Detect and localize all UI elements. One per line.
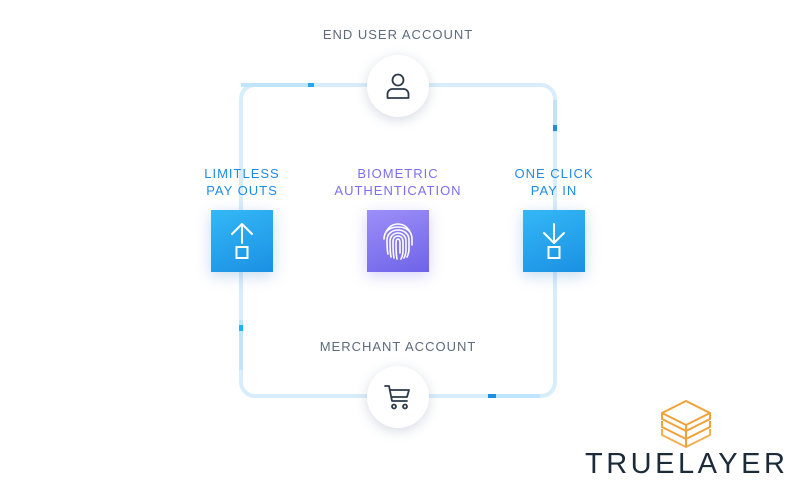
user-icon [386, 73, 410, 99]
biometric-label-line1: BIOMETRIC [357, 166, 439, 181]
truelayer-logo-icon [661, 400, 711, 448]
cart-icon [384, 385, 410, 410]
biometric-label-line2: AUTHENTICATION [334, 183, 462, 198]
payin-label: ONE CLICK PAY IN [494, 165, 614, 199]
payouts-tile [211, 210, 273, 272]
payin-label-line2: PAY IN [530, 183, 578, 198]
payouts-label-line2: PAY OUTS [206, 183, 278, 198]
upload-arrow-icon [231, 223, 253, 259]
payin-label-line1: ONE CLICK [514, 166, 594, 181]
biometric-label: BIOMETRIC AUTHENTICATION [318, 165, 478, 199]
truelayer-wordmark: TRUELAYER [585, 448, 789, 480]
end-user-account-node [367, 55, 429, 117]
payin-tile [523, 210, 585, 272]
biometric-tile [367, 210, 429, 272]
end-user-account-label: END USER ACCOUNT [322, 27, 474, 42]
payouts-label: LIMITLESS PAY OUTS [182, 165, 302, 199]
merchant-account-label: MERCHANT ACCOUNT [319, 339, 477, 354]
fingerprint-icon [383, 223, 413, 260]
payouts-label-line1: LIMITLESS [204, 166, 280, 181]
merchant-account-node [367, 366, 429, 428]
download-arrow-icon [543, 223, 565, 259]
